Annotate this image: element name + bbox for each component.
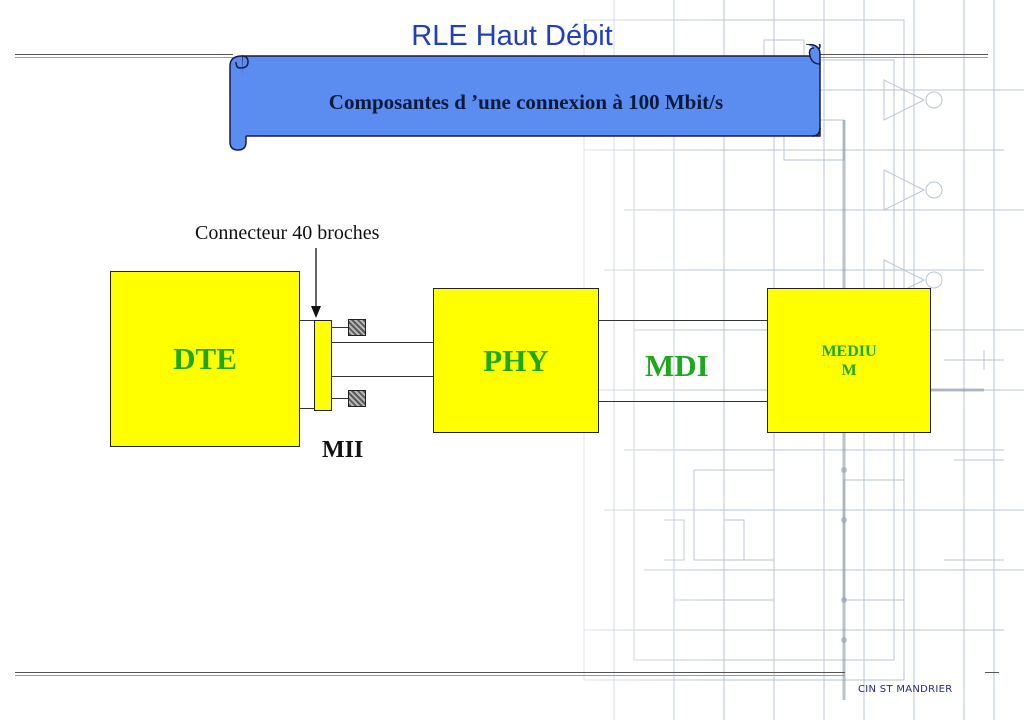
top-rule-right [818, 54, 988, 55]
mdi-label: MDI [645, 348, 709, 383]
footer-text: CIN ST MANDRIER [858, 684, 953, 695]
medium-label-line2: M [841, 361, 857, 379]
banner-title: Composantes d ’une connexion à 100 Mbit/… [328, 90, 724, 114]
mii-line-top [331, 342, 433, 343]
connector-arrow [311, 248, 321, 318]
dte-connector-line-top [299, 320, 315, 321]
plug-bottom [348, 390, 366, 407]
bottom-rule [15, 672, 845, 673]
medium-label-line1: MEDIU [821, 342, 877, 360]
mdi-line-top [598, 320, 767, 321]
connector-label: Connecteur 40 broches [195, 222, 380, 244]
top-rule-right-inner [818, 57, 988, 58]
phy-label: PHY [483, 342, 549, 378]
dte-block: DTE [110, 271, 300, 447]
top-rule [15, 54, 233, 55]
title-banner [229, 44, 821, 151]
plug-top [348, 319, 366, 336]
plug-stub-top [331, 327, 348, 328]
medium-block: MEDIU M [767, 288, 931, 433]
phy-block: PHY [433, 288, 599, 433]
mii-connector [314, 320, 332, 411]
dte-label: DTE [173, 341, 237, 376]
mii-label: MII [322, 437, 364, 463]
bottom-rule-inner [15, 675, 845, 676]
mii-line-bottom [331, 376, 433, 377]
slide-title: RLE Haut Débit [411, 20, 613, 52]
top-rule-inner [15, 57, 233, 58]
dte-connector-line-bottom [299, 408, 315, 409]
bottom-rule-right [985, 672, 999, 673]
plug-stub-bottom [331, 398, 348, 399]
mdi-line-bottom [598, 401, 767, 402]
